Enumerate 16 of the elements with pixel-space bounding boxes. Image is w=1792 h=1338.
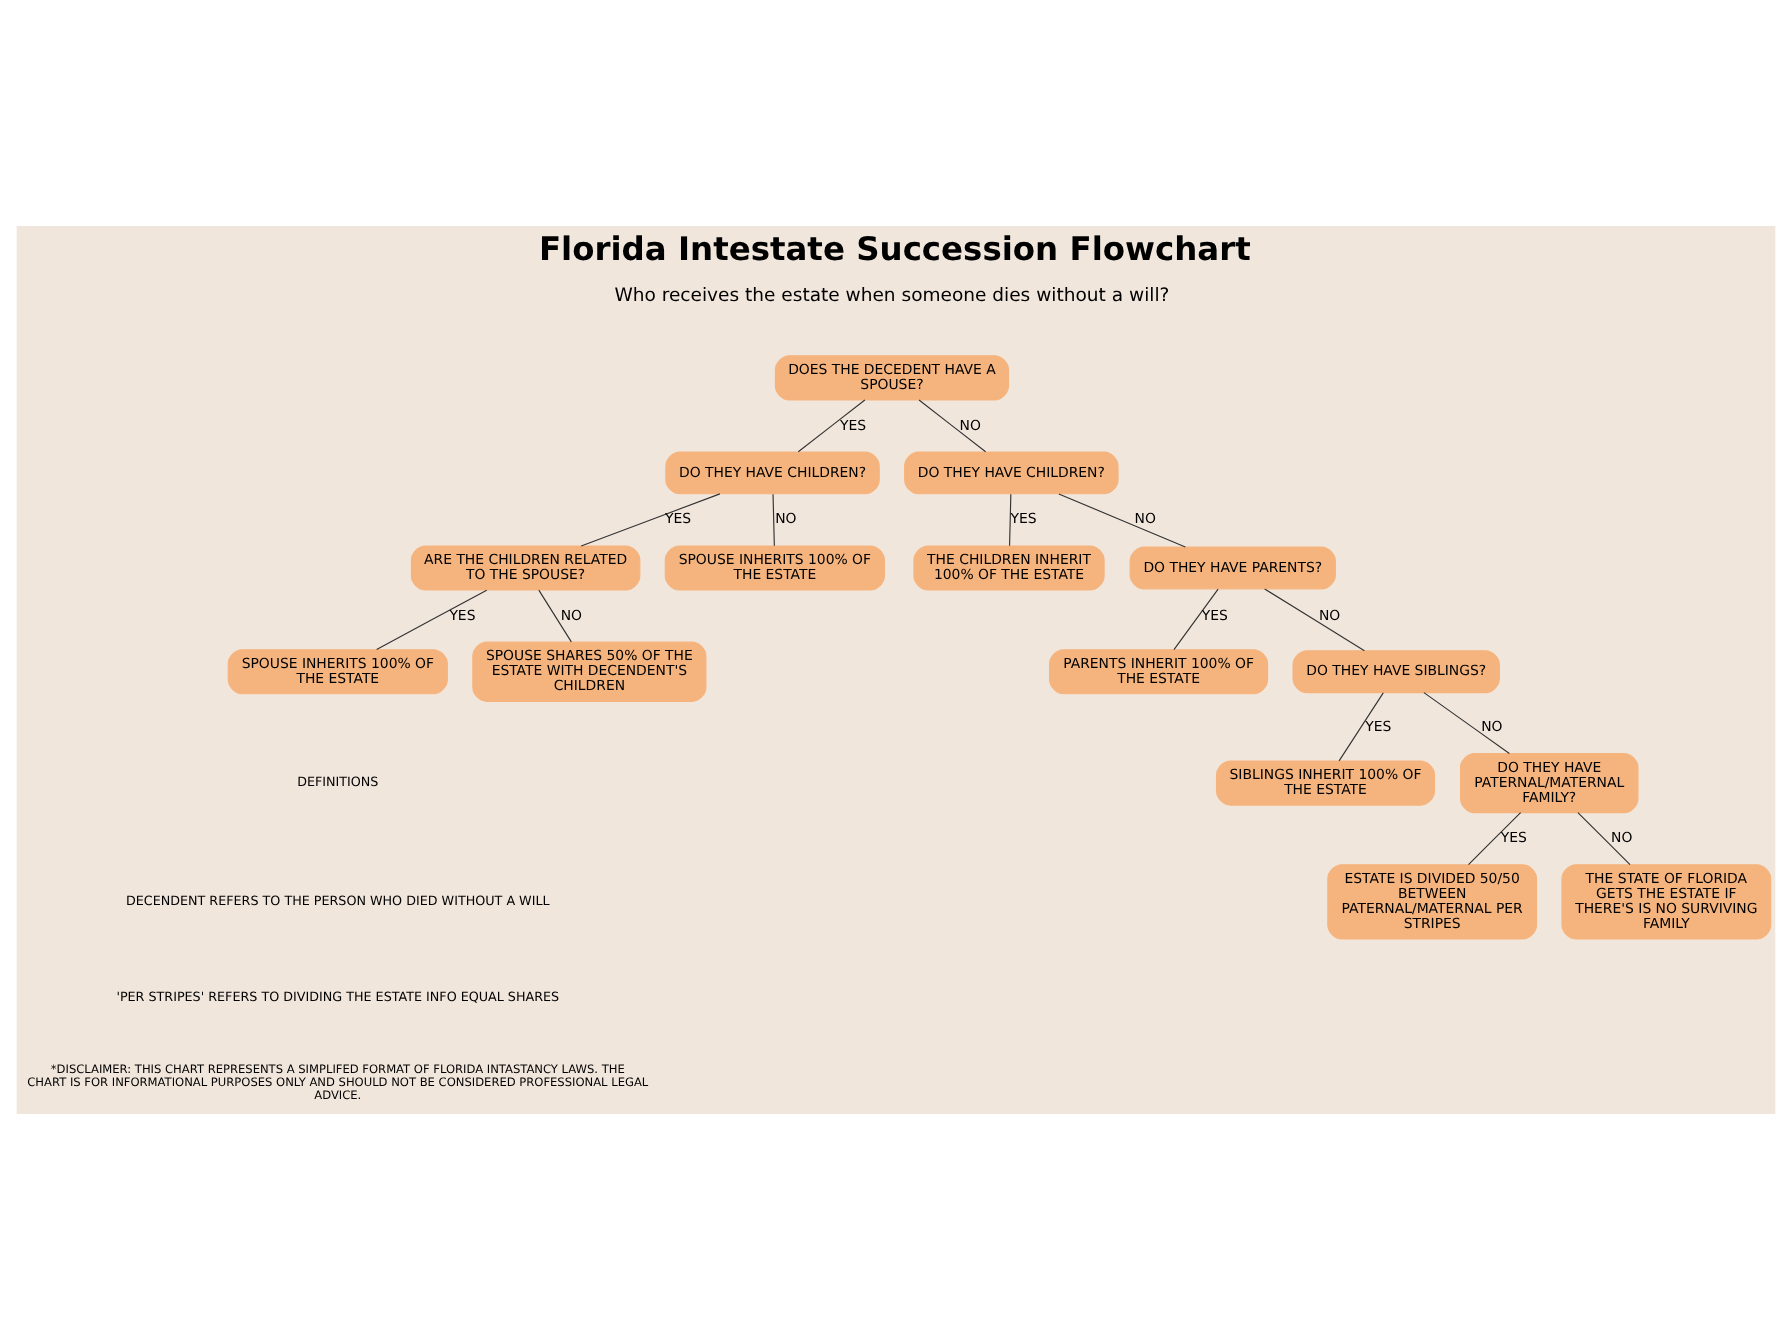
label: Who receives the estate when someone dies without a will?: [614, 284, 1170, 307]
connector: [1264, 587, 1365, 651]
connector: [580, 492, 721, 546]
connector: [1008, 492, 1012, 546]
connector: [376, 588, 488, 650]
connector: [538, 588, 572, 642]
connector: [1338, 691, 1384, 761]
connector: [1173, 587, 1219, 650]
connector: [797, 398, 866, 452]
connector: [1423, 691, 1510, 754]
connector: [1467, 811, 1522, 865]
connector: [918, 398, 987, 452]
connector: [1577, 811, 1631, 865]
diagram-title: Florida Intestate Succession Flowchart: [538, 229, 1251, 268]
connector: [772, 492, 775, 546]
connector: [1058, 492, 1186, 547]
